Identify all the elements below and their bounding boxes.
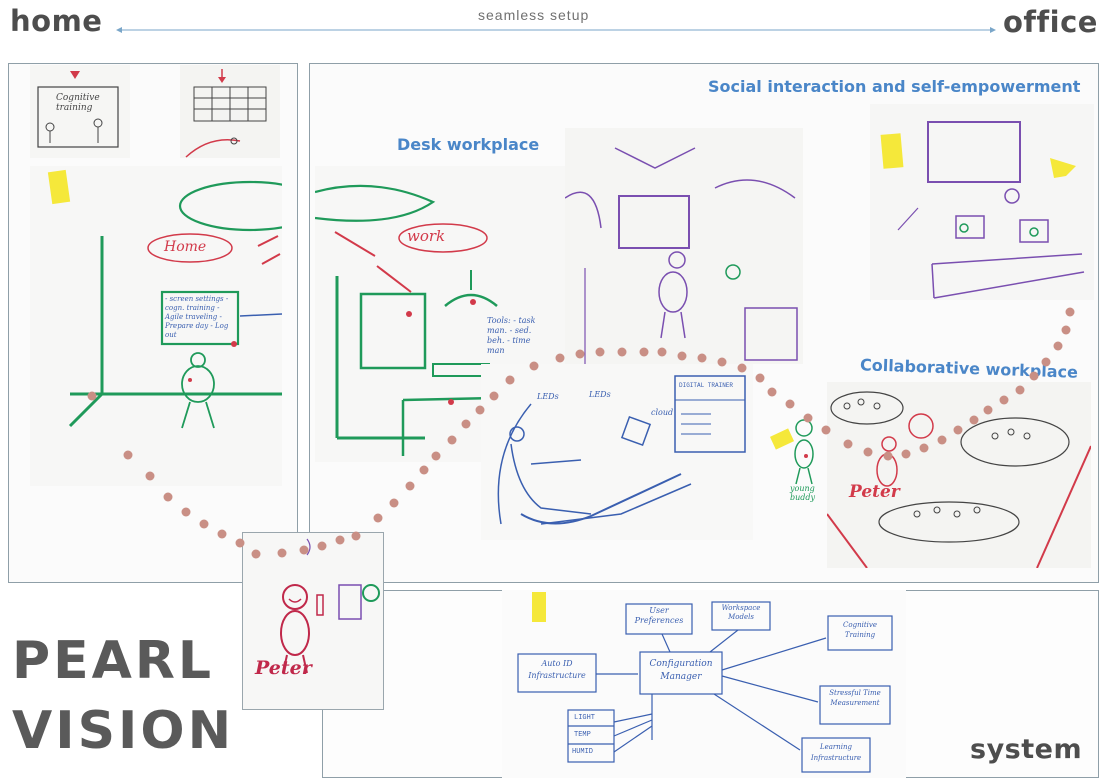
relaxation-sketch-photo: LEDs LEDs cloud DIGITAL TRAINER [481, 364, 753, 540]
young-buddy-drawing [769, 419, 814, 485]
user-preferences-box: User Preferences [634, 606, 684, 625]
sensor-temp-label: TEMP [574, 731, 591, 739]
stressful-time-box: Stressful Time Measurement [829, 689, 881, 707]
header-seamless-setup-label: seamless setup [478, 7, 590, 23]
young-buddy-sketch: young buddy [768, 412, 832, 508]
young-buddy-label: young buddy [790, 484, 816, 502]
system-diagram-photo: User Preferences Workspace Models Cognit… [502, 590, 906, 778]
cognitive-training-text: Cognitive training [56, 93, 100, 113]
desk-workplace-title: Desk workplace [397, 135, 540, 154]
configuration-manager-box: Configuration Manager [649, 659, 713, 682]
digital-trainer-label: DIGITAL TRAINER [679, 382, 734, 389]
workspace-models-box: Workspace Models [721, 604, 761, 621]
schedule-grid-sketch [180, 65, 280, 158]
home-sketch-photo: Home - screen settings - cogn. training … [30, 166, 282, 486]
home-sketch-drawing [47, 169, 282, 429]
work-sketch-drawing [315, 184, 498, 456]
collaborative-drawing [827, 391, 1091, 568]
cognitive-training-box: Cognitive Training [843, 621, 877, 639]
schedule-grid-drawing [185, 69, 267, 158]
meeting-drawing [880, 121, 1085, 299]
header-office-label: office [1003, 5, 1098, 39]
leds-label-2: LEDs [589, 390, 611, 399]
cloud-label: cloud [651, 408, 674, 417]
home-settings-list: - screen settings - cogn. training - Agi… [165, 295, 229, 339]
learning-infrastructure-box: Learning Infrastructure [810, 743, 862, 762]
auto-id-box: Auto ID Infrastructure [528, 659, 586, 680]
system-label: system [970, 734, 1083, 765]
brand-line-pearl: PEARL [12, 631, 215, 691]
social-interaction-title: Social interaction and self-empowerment [708, 77, 1081, 96]
relaxation-drawing [497, 375, 746, 525]
brand-line-vision: VISION [12, 701, 235, 761]
peter-sketch-photo: Peter [242, 532, 384, 710]
home-sketch-label: Home [164, 239, 207, 255]
header-home-label: home [10, 4, 103, 38]
header-connector-arrow [116, 27, 996, 33]
system-diagram-drawing [517, 592, 893, 773]
peter-drawing [280, 538, 380, 674]
work-sketch-label: work [407, 227, 446, 245]
peter-bottom-label: Peter [255, 657, 312, 679]
social-interaction-sketch-photo [565, 128, 803, 364]
sensor-humid-label: HUMID [572, 748, 594, 756]
peter-collab-label: Peter [849, 482, 900, 502]
meeting-sketch-photo [870, 104, 1094, 300]
leds-label-1: LEDs [537, 392, 559, 401]
cognitive-training-sketch: Cognitive training [30, 65, 130, 158]
tools-list: Tools: - task man. - sed. beh. - time ma… [487, 316, 536, 355]
collaborative-sketch-photo: Peter [827, 382, 1091, 568]
sensor-light-label: LIGHT [574, 714, 596, 722]
cognitive-training-drawing [37, 71, 119, 148]
social-interaction-drawing [565, 147, 798, 364]
